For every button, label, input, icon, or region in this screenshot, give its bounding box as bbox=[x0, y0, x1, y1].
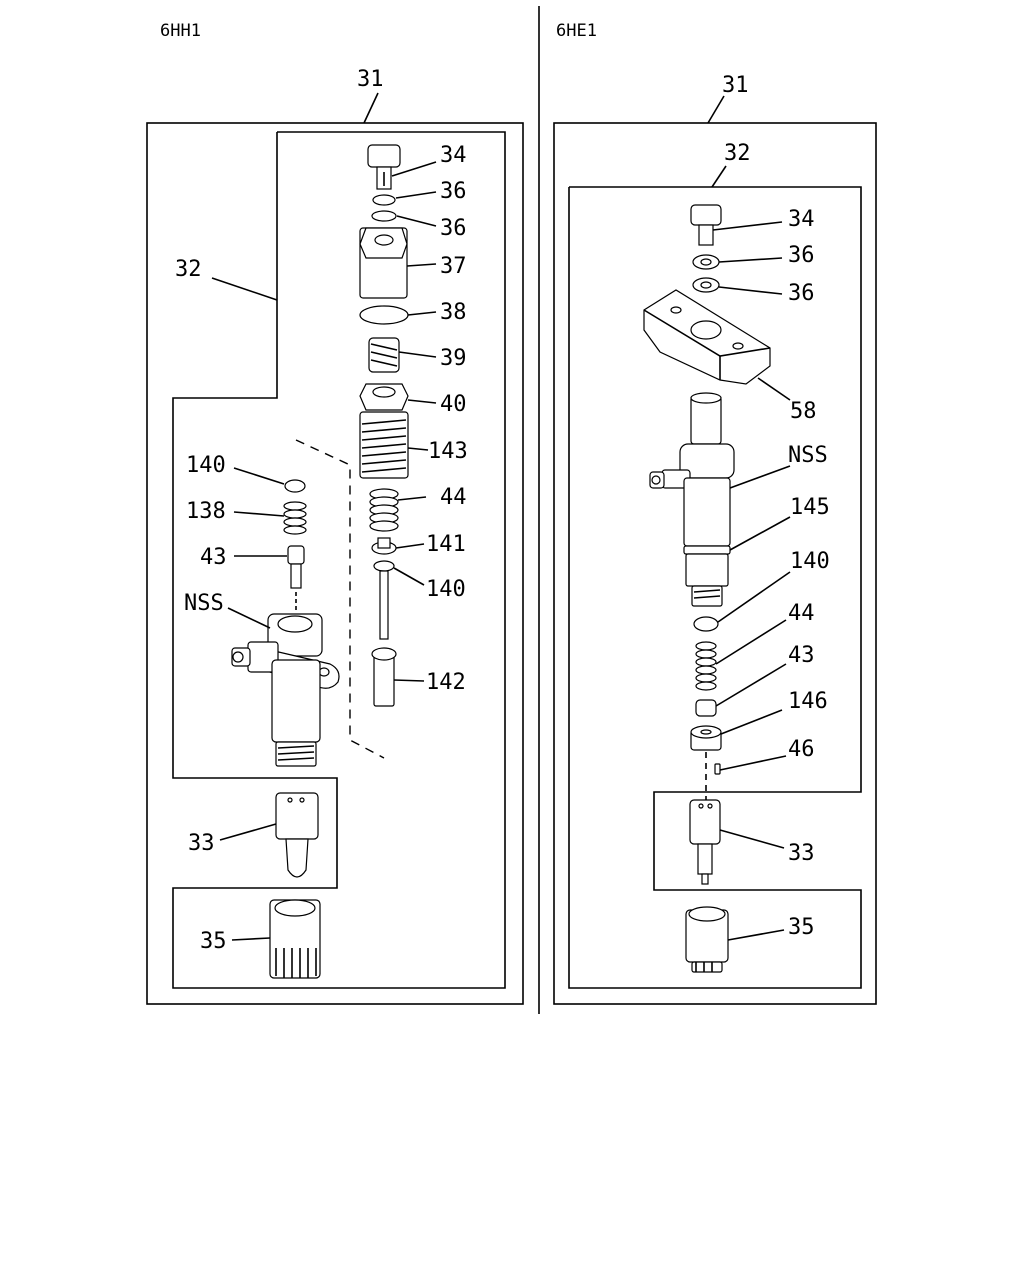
part-39-spring bbox=[368, 337, 400, 373]
part-35-retaining-nut bbox=[269, 899, 321, 979]
part-138-spring bbox=[283, 501, 307, 535]
left-alignment-line bbox=[295, 439, 385, 759]
right-panel: 6HE1 bbox=[553, 21, 877, 1005]
right-label-nss: NSS bbox=[788, 443, 828, 468]
part-44-spring bbox=[695, 641, 717, 691]
part-34-bolt bbox=[367, 144, 401, 190]
left-label-31: 31 bbox=[357, 67, 384, 92]
right-label-140: 140 bbox=[790, 549, 830, 574]
left-label-36-lower: 36 bbox=[440, 216, 467, 241]
right-label-44: 44 bbox=[788, 601, 815, 626]
right-label-34: 34 bbox=[788, 207, 815, 232]
right-label-36-lower: 36 bbox=[788, 281, 815, 306]
part-141-seat bbox=[371, 537, 397, 555]
part-35-retaining-nut bbox=[685, 906, 729, 973]
part-nss-holder-body bbox=[649, 392, 735, 607]
part-34-bolt bbox=[690, 204, 722, 246]
left-label-140: 140 bbox=[186, 453, 226, 478]
part-36-washer-upper bbox=[372, 194, 396, 206]
right-label-31: 31 bbox=[722, 73, 749, 98]
part-push-rod bbox=[379, 570, 389, 640]
right-label-46: 46 bbox=[788, 737, 815, 762]
part-46-dowel-pin bbox=[714, 763, 721, 775]
left-label-33: 33 bbox=[188, 831, 215, 856]
right-label-58: 58 bbox=[790, 399, 817, 424]
left-label-36-upper: 36 bbox=[440, 179, 467, 204]
part-33-nozzle bbox=[689, 799, 721, 885]
part-140-shim bbox=[693, 616, 719, 632]
right-label-33: 33 bbox=[788, 841, 815, 866]
left-label-43: 43 bbox=[200, 545, 227, 570]
part-140-shim-right bbox=[373, 560, 395, 572]
part-58-clamp bbox=[643, 289, 771, 385]
right-label-35: 35 bbox=[788, 915, 815, 940]
left-label-38: 38 bbox=[440, 300, 467, 325]
right-frame-32 bbox=[568, 186, 862, 989]
part-142-sleeve bbox=[371, 647, 397, 707]
part-44-spring bbox=[369, 488, 399, 532]
left-panel: 6HH1 bbox=[146, 21, 524, 1005]
right-panel-title: 6HE1 bbox=[556, 21, 597, 41]
part-38-o-ring bbox=[359, 305, 409, 325]
right-label-145: 145 bbox=[790, 495, 830, 520]
left-label-44: 44 bbox=[440, 485, 467, 510]
right-frame-31 bbox=[553, 122, 877, 1005]
part-36-washer-lower bbox=[371, 210, 397, 222]
right-label-43: 43 bbox=[788, 643, 815, 668]
right-label-146: 146 bbox=[788, 689, 828, 714]
part-145-o-ring bbox=[683, 545, 731, 555]
right-label-36-upper: 36 bbox=[788, 243, 815, 268]
left-label-40: 40 bbox=[440, 392, 467, 417]
left-label-141: 141 bbox=[426, 532, 466, 557]
left-label-39: 39 bbox=[440, 346, 467, 371]
left-frame-31 bbox=[146, 122, 524, 1005]
left-label-140-right: 140 bbox=[426, 577, 466, 602]
part-43-pin bbox=[695, 699, 717, 717]
left-frame-32 bbox=[172, 131, 506, 989]
left-label-32: 32 bbox=[175, 257, 202, 282]
part-40-nut bbox=[359, 383, 409, 411]
part-33-nozzle bbox=[275, 792, 319, 878]
part-37-cap-nut bbox=[359, 227, 408, 299]
left-label-nss: NSS bbox=[184, 591, 224, 616]
left-label-34: 34 bbox=[440, 143, 467, 168]
left-label-37: 37 bbox=[440, 254, 467, 279]
left-label-143: 143 bbox=[428, 439, 468, 464]
left-label-35: 35 bbox=[200, 929, 227, 954]
left-label-138: 138 bbox=[186, 499, 226, 524]
right-label-32: 32 bbox=[724, 141, 751, 166]
left-label-142: 142 bbox=[426, 670, 466, 695]
part-nss-holder-body bbox=[231, 613, 340, 767]
part-43-pin bbox=[287, 545, 305, 589]
part-140-shim-left bbox=[284, 479, 306, 493]
part-146-spacer bbox=[690, 725, 722, 751]
part-143-threaded-holder bbox=[359, 411, 409, 479]
left-panel-title: 6HH1 bbox=[160, 21, 201, 41]
